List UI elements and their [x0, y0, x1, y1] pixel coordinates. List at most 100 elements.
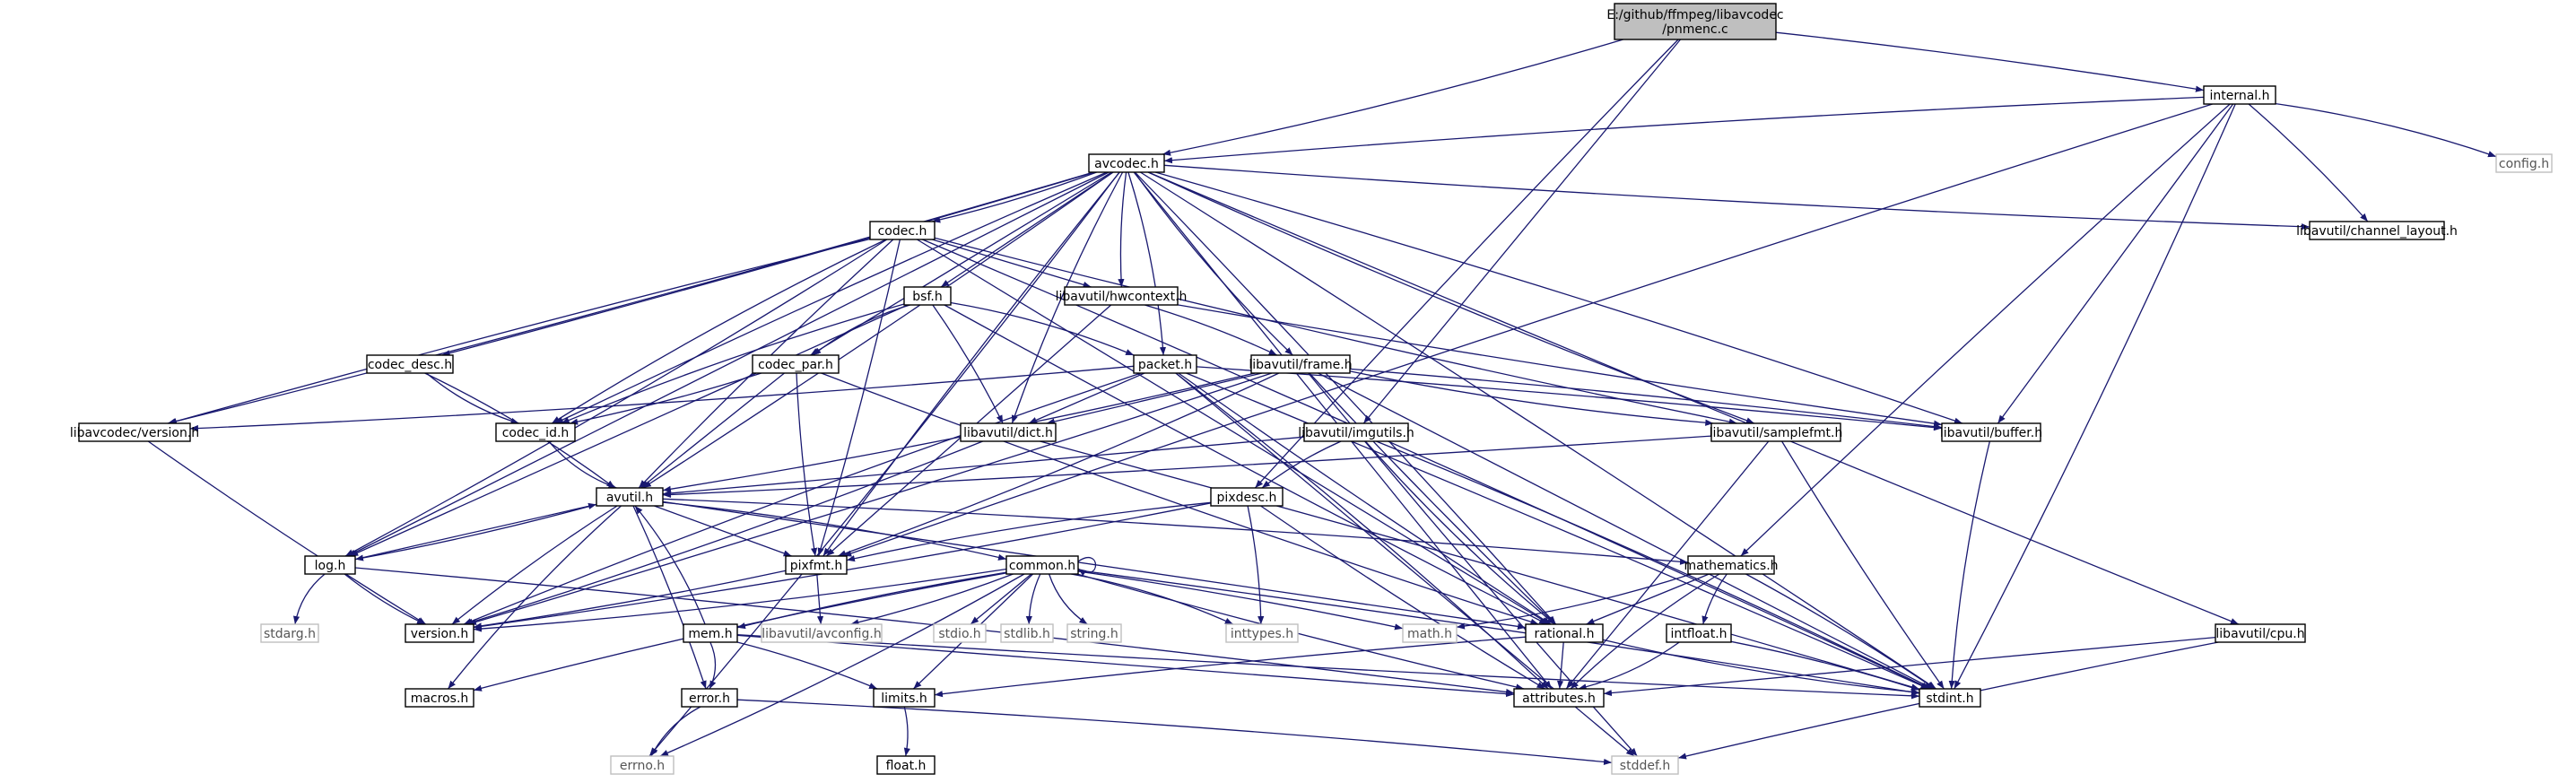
node-avcodec-h[interactable]: avcodec.h	[1088, 153, 1165, 173]
node-libavutil-buffer-h[interactable]: libavutil/buffer.h	[1940, 422, 2042, 442]
node-label: internal.h	[2209, 89, 2269, 103]
node-float-h[interactable]: float.h	[876, 755, 936, 775]
node-intfloat-h[interactable]: intfloat.h	[1666, 623, 1732, 643]
node-stdint-h[interactable]: stdint.h	[1919, 688, 1981, 708]
edge-bsf-to-rational	[944, 304, 1548, 625]
node-rational-h[interactable]: rational.h	[1525, 623, 1604, 643]
edge-avutil-to-common	[662, 501, 1007, 561]
node-attributes-h[interactable]: attributes.h	[1513, 688, 1605, 708]
node-codec-par-h[interactable]: codec_par.h	[752, 354, 840, 374]
edge-log-to-stdarg	[292, 573, 326, 625]
node-inttypes-h: inttypes.h	[1225, 623, 1299, 643]
node-label: intfloat.h	[1670, 627, 1727, 641]
node-common-h[interactable]: common.h	[1005, 555, 1079, 575]
edge-internal-to-config	[2275, 102, 2497, 158]
node-label: libavutil/dict.h	[963, 426, 1053, 440]
node-label: stdarg.h	[264, 627, 316, 641]
node-internal-h[interactable]: internal.h	[2203, 85, 2276, 105]
node-box	[610, 755, 674, 775]
node-libavutil-samplefmt-h[interactable]: libavutil/samplefmt.h	[1710, 422, 1843, 442]
edge-frame-to-version	[467, 372, 1273, 625]
node-box	[1525, 623, 1604, 643]
edge-hwctx-to-frame	[1144, 304, 1277, 356]
node-avutil-h[interactable]: avutil.h	[596, 487, 664, 507]
node-pixdesc-h[interactable]: pixdesc.h	[1210, 487, 1284, 507]
node-label: libavutil/hwcontext.h	[1056, 290, 1188, 304]
node-box	[1066, 623, 1122, 643]
node-box	[1614, 3, 1777, 40]
node-box	[876, 755, 936, 775]
edge-common-to-stdio	[970, 573, 1032, 625]
node-label: libavutil/imgutils.h	[1298, 426, 1414, 440]
edge-frame-to-dict	[1046, 372, 1263, 425]
node-libavutil-frame-h[interactable]: libavutil/frame.h	[1249, 354, 1353, 374]
edge-avutil-to-error	[632, 505, 707, 690]
node-label: libavutil/cpu.h	[2215, 627, 2304, 641]
node-limits-h[interactable]: limits.h	[873, 688, 936, 708]
node-label: mathematics.h	[1684, 559, 1778, 573]
edge-common-to-errno	[659, 573, 1025, 757]
node-version-h[interactable]: version.h	[405, 623, 474, 643]
node-box	[1210, 487, 1284, 507]
node-bsf-h[interactable]: bsf.h	[903, 286, 952, 306]
edge-avcodec-to-errno	[648, 171, 1120, 757]
node-libavutil-channel-layout-h[interactable]: libavutil/channel_layout.h	[2296, 221, 2458, 240]
node-codec-id-h[interactable]: codec_id.h	[495, 422, 576, 442]
node-codec-desc-h[interactable]: codec_desc.h	[366, 354, 454, 374]
edge-codec-to-codecid	[551, 239, 887, 424]
node-box	[903, 286, 952, 306]
node-pixfmt-h[interactable]: pixfmt.h	[785, 555, 848, 575]
edge-internal-to-buffer	[1997, 103, 2234, 424]
edge-codec-to-rational	[917, 239, 1550, 625]
node-libavutil-dict-h[interactable]: libavutil/dict.h	[960, 422, 1057, 442]
node-label: codec.h	[878, 224, 927, 239]
node-codec-h[interactable]: codec.h	[869, 221, 936, 240]
node-label: codec_desc.h	[368, 358, 452, 372]
node-libavutil-imgutils-h[interactable]: libavutil/imgutils.h	[1298, 422, 1414, 442]
node-libavutil-avconfig-h: libavutil/avconfig.h	[761, 623, 883, 643]
edge-pixfmt-to-avconfig	[816, 573, 824, 625]
edge-avcodec-to-pixfmt	[822, 171, 1120, 557]
node-label: pixdesc.h	[1217, 491, 1277, 505]
edge-pixdesc-to-inttypes	[1247, 505, 1265, 625]
node-libavcodec-version-h[interactable]: libavcodec/version.h	[70, 422, 199, 442]
edge-error-to-errno	[650, 706, 701, 757]
edge-dict-to-version	[465, 440, 983, 625]
node-libavutil-cpu-h[interactable]: libavutil/cpu.h	[2215, 623, 2306, 643]
node-libavutil-hwcontext-h[interactable]: libavutil/hwcontext.h	[1056, 286, 1188, 306]
edge-avcodec-to-hwctx	[1118, 171, 1127, 288]
node-packet-h[interactable]: packet.h	[1133, 354, 1197, 374]
edge-mem-to-error	[709, 641, 717, 690]
node-error-h[interactable]: error.h	[681, 688, 738, 708]
edge-avcodec-to-stdint	[1140, 171, 1936, 690]
node-label: inttypes.h	[1231, 627, 1293, 641]
edge-common-to-string	[1048, 573, 1088, 625]
node-box	[960, 422, 1057, 442]
edge-avutil-to-version	[451, 505, 618, 625]
node-log-h[interactable]: log.h	[304, 555, 356, 575]
node-label: avcodec.h	[1094, 157, 1159, 171]
edge-packet-to-buffer	[1196, 366, 1943, 431]
node-label: config.h	[2499, 157, 2549, 171]
edge-avcodec-to-buffer	[1154, 171, 1963, 424]
edge-imgutils-to-avutil	[662, 436, 1305, 497]
node-config-h: config.h	[2495, 153, 2553, 173]
node-box	[1687, 555, 1775, 575]
node-box	[405, 688, 474, 708]
node-label: libavutil/samplefmt.h	[1710, 426, 1843, 440]
node-label: error.h	[689, 692, 730, 706]
node-mathematics-h[interactable]: mathematics.h	[1684, 555, 1779, 575]
node-box	[2203, 85, 2276, 105]
node-macros-h[interactable]: macros.h	[405, 688, 474, 708]
edge-rational-to-stdint	[1602, 639, 1920, 695]
node-box	[1133, 354, 1197, 374]
node-box	[683, 623, 738, 643]
node-box	[1303, 422, 1409, 442]
node-mem-h[interactable]: mem.h	[683, 623, 738, 643]
edge-common-to-math	[1077, 570, 1404, 631]
edge-frame-to-buffer	[1349, 368, 1943, 431]
edge-intfloat-to-stdint	[1730, 640, 1920, 692]
edge-mathematics-to-rational	[1586, 573, 1710, 625]
node-box	[596, 487, 664, 507]
node-box	[869, 221, 936, 240]
